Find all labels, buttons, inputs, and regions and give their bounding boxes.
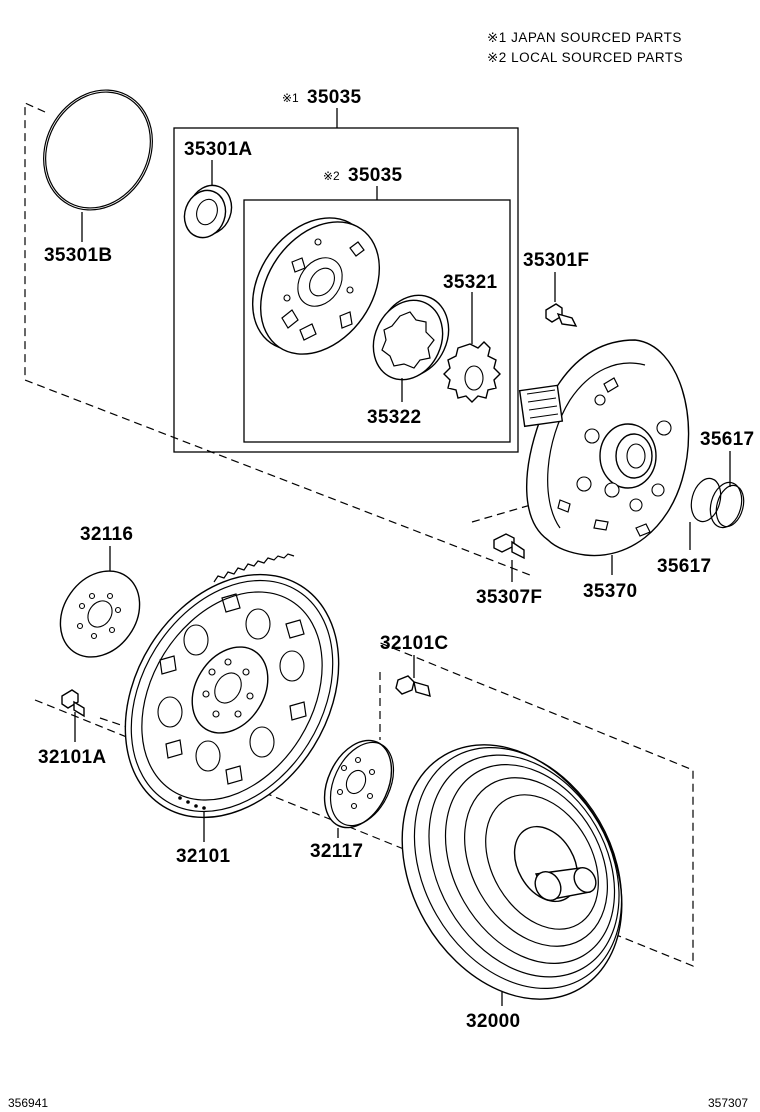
label-32101c: 32101C: [380, 633, 448, 654]
spacer-32116: [59, 570, 141, 658]
drive-plate-32101: [124, 553, 340, 819]
footer-left-code: 356941: [8, 1096, 48, 1110]
label-35301f: 35301F: [523, 250, 589, 271]
local-assembly-box: [243, 199, 511, 443]
mark-japan: ※1: [282, 91, 299, 105]
japan-assembly-box: [173, 127, 519, 453]
torque-converter-32000: [401, 744, 623, 1000]
label-35035-local: 35035: [348, 165, 402, 186]
label-32117: 32117: [310, 841, 363, 862]
label-32101: 32101: [176, 846, 230, 867]
note-local-sourced: ※2 LOCAL SOURCED PARTS: [487, 50, 683, 65]
bolt-35301f: [545, 303, 578, 327]
label-35322: 35322: [367, 407, 421, 428]
label-35617-top: 35617: [700, 429, 754, 450]
note-japan-sourced: ※1 JAPAN SOURCED PARTS: [487, 30, 682, 45]
plate-32117: [323, 739, 395, 829]
assembly-outline-right: [34, 641, 694, 967]
bolt-32101c: [395, 675, 431, 697]
drive-gear-35322: [372, 294, 450, 381]
mark-local: ※2: [323, 169, 340, 183]
label-35370: 35370: [583, 581, 637, 602]
driven-gear-35321: [443, 341, 501, 403]
label-35307f: 35307F: [476, 587, 542, 608]
label-32116: 32116: [80, 524, 133, 545]
o-ring-35301b: [43, 89, 153, 211]
label-35035-japan: 35035: [307, 87, 361, 108]
bushing-35617: [690, 477, 745, 529]
label-35321: 35321: [443, 272, 497, 293]
oil-seal-35301a: [183, 184, 233, 239]
label-35301a: 35301A: [184, 139, 252, 160]
pump-body-35370: [518, 339, 690, 557]
label-32000: 32000: [466, 1011, 520, 1032]
label-35617-bottom: 35617: [657, 556, 711, 577]
footer-right-code: 357307: [708, 1096, 748, 1110]
pump-cover-plate: [251, 217, 381, 355]
bolt-32101a: [61, 689, 85, 718]
assembly-outline-left: [24, 102, 531, 576]
label-35301b: 35301B: [44, 245, 112, 266]
bolt-35307f: [493, 533, 525, 560]
label-32101a: 32101A: [38, 747, 106, 768]
